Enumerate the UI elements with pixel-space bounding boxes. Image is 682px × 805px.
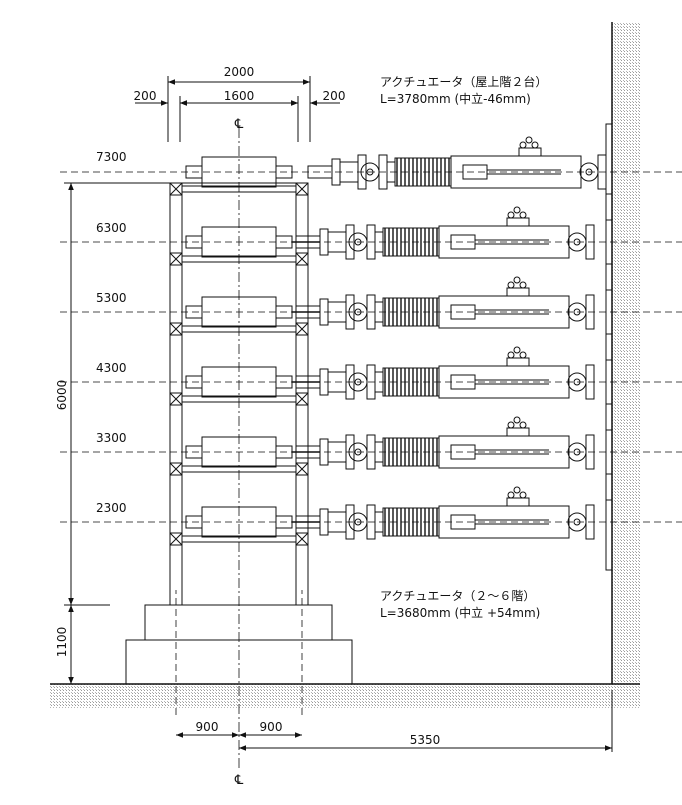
dim-main-height: 6000	[55, 380, 69, 411]
joint-box	[169, 252, 183, 266]
level-label: 3300	[96, 431, 127, 445]
dim-right-900: 900	[260, 720, 283, 734]
dim-center-width: 1600	[224, 89, 255, 103]
level-labels: 7300 6300 5300 4300 3300 2300	[96, 150, 127, 515]
floor-3	[169, 296, 320, 336]
dim-overall-width: 2000	[224, 65, 255, 79]
floor-2	[169, 226, 320, 266]
reaction-wall	[611, 22, 640, 708]
height-dimensions: 6000 1100	[55, 182, 170, 685]
dim-left-offset: 200	[134, 89, 157, 103]
joint-box	[295, 252, 309, 266]
floor-actuator-2	[295, 263, 613, 361]
level-label: 4300	[96, 361, 127, 375]
joint-box	[295, 182, 309, 196]
floor-actuator-title: アクチュエータ（２～６階）	[380, 588, 535, 603]
floor-actuator-5	[295, 473, 613, 571]
bottom-dimensions: 900 900 5350 ℄	[176, 690, 613, 788]
ground-hatch	[50, 683, 640, 708]
roof-actuator-note: アクチュエータ（屋上階２台） L=3780mm (中立-46mm)	[380, 74, 547, 106]
floor-6	[169, 506, 320, 546]
level-label: 2300	[96, 501, 127, 515]
floor-layers	[169, 156, 320, 546]
joint-box	[295, 392, 309, 406]
centerline-symbol-bottom: ℄	[234, 773, 244, 788]
roof-actuator-length: L=3780mm (中立-46mm)	[380, 91, 531, 106]
floor-actuator-4	[295, 403, 613, 501]
joint-box	[169, 322, 183, 336]
joint-box	[169, 392, 183, 406]
dim-right-offset: 200	[323, 89, 346, 103]
floor-5	[169, 436, 320, 476]
floor-actuator-note: アクチュエータ（２～６階） L=3680mm (中立 +54mm)	[380, 588, 540, 620]
top-dimension: 2000 200 1600 200 ℄	[134, 65, 346, 142]
floor-4	[169, 366, 320, 406]
roof-actuator-title: アクチュエータ（屋上階２台）	[380, 74, 547, 89]
level-label: 5300	[96, 291, 127, 305]
level-lines	[60, 171, 682, 523]
level-label: 7300	[96, 150, 127, 164]
dim-base-height: 1100	[55, 627, 69, 658]
dim-left-900: 900	[196, 720, 219, 734]
joint-box	[169, 462, 183, 476]
joint-box	[169, 182, 183, 196]
joint-box	[295, 532, 309, 546]
floor-actuator-3	[295, 333, 613, 431]
joint-box	[169, 532, 183, 546]
joint-box	[295, 322, 309, 336]
floor-actuator-1	[295, 193, 613, 291]
actuator-array	[295, 123, 613, 571]
floor-actuator-length: L=3680mm (中立 +54mm)	[380, 605, 540, 620]
level-label: 6300	[96, 221, 127, 235]
dim-span: 5350	[410, 733, 441, 747]
joint-box	[295, 462, 309, 476]
centerline-symbol-top: ℄	[234, 117, 244, 132]
